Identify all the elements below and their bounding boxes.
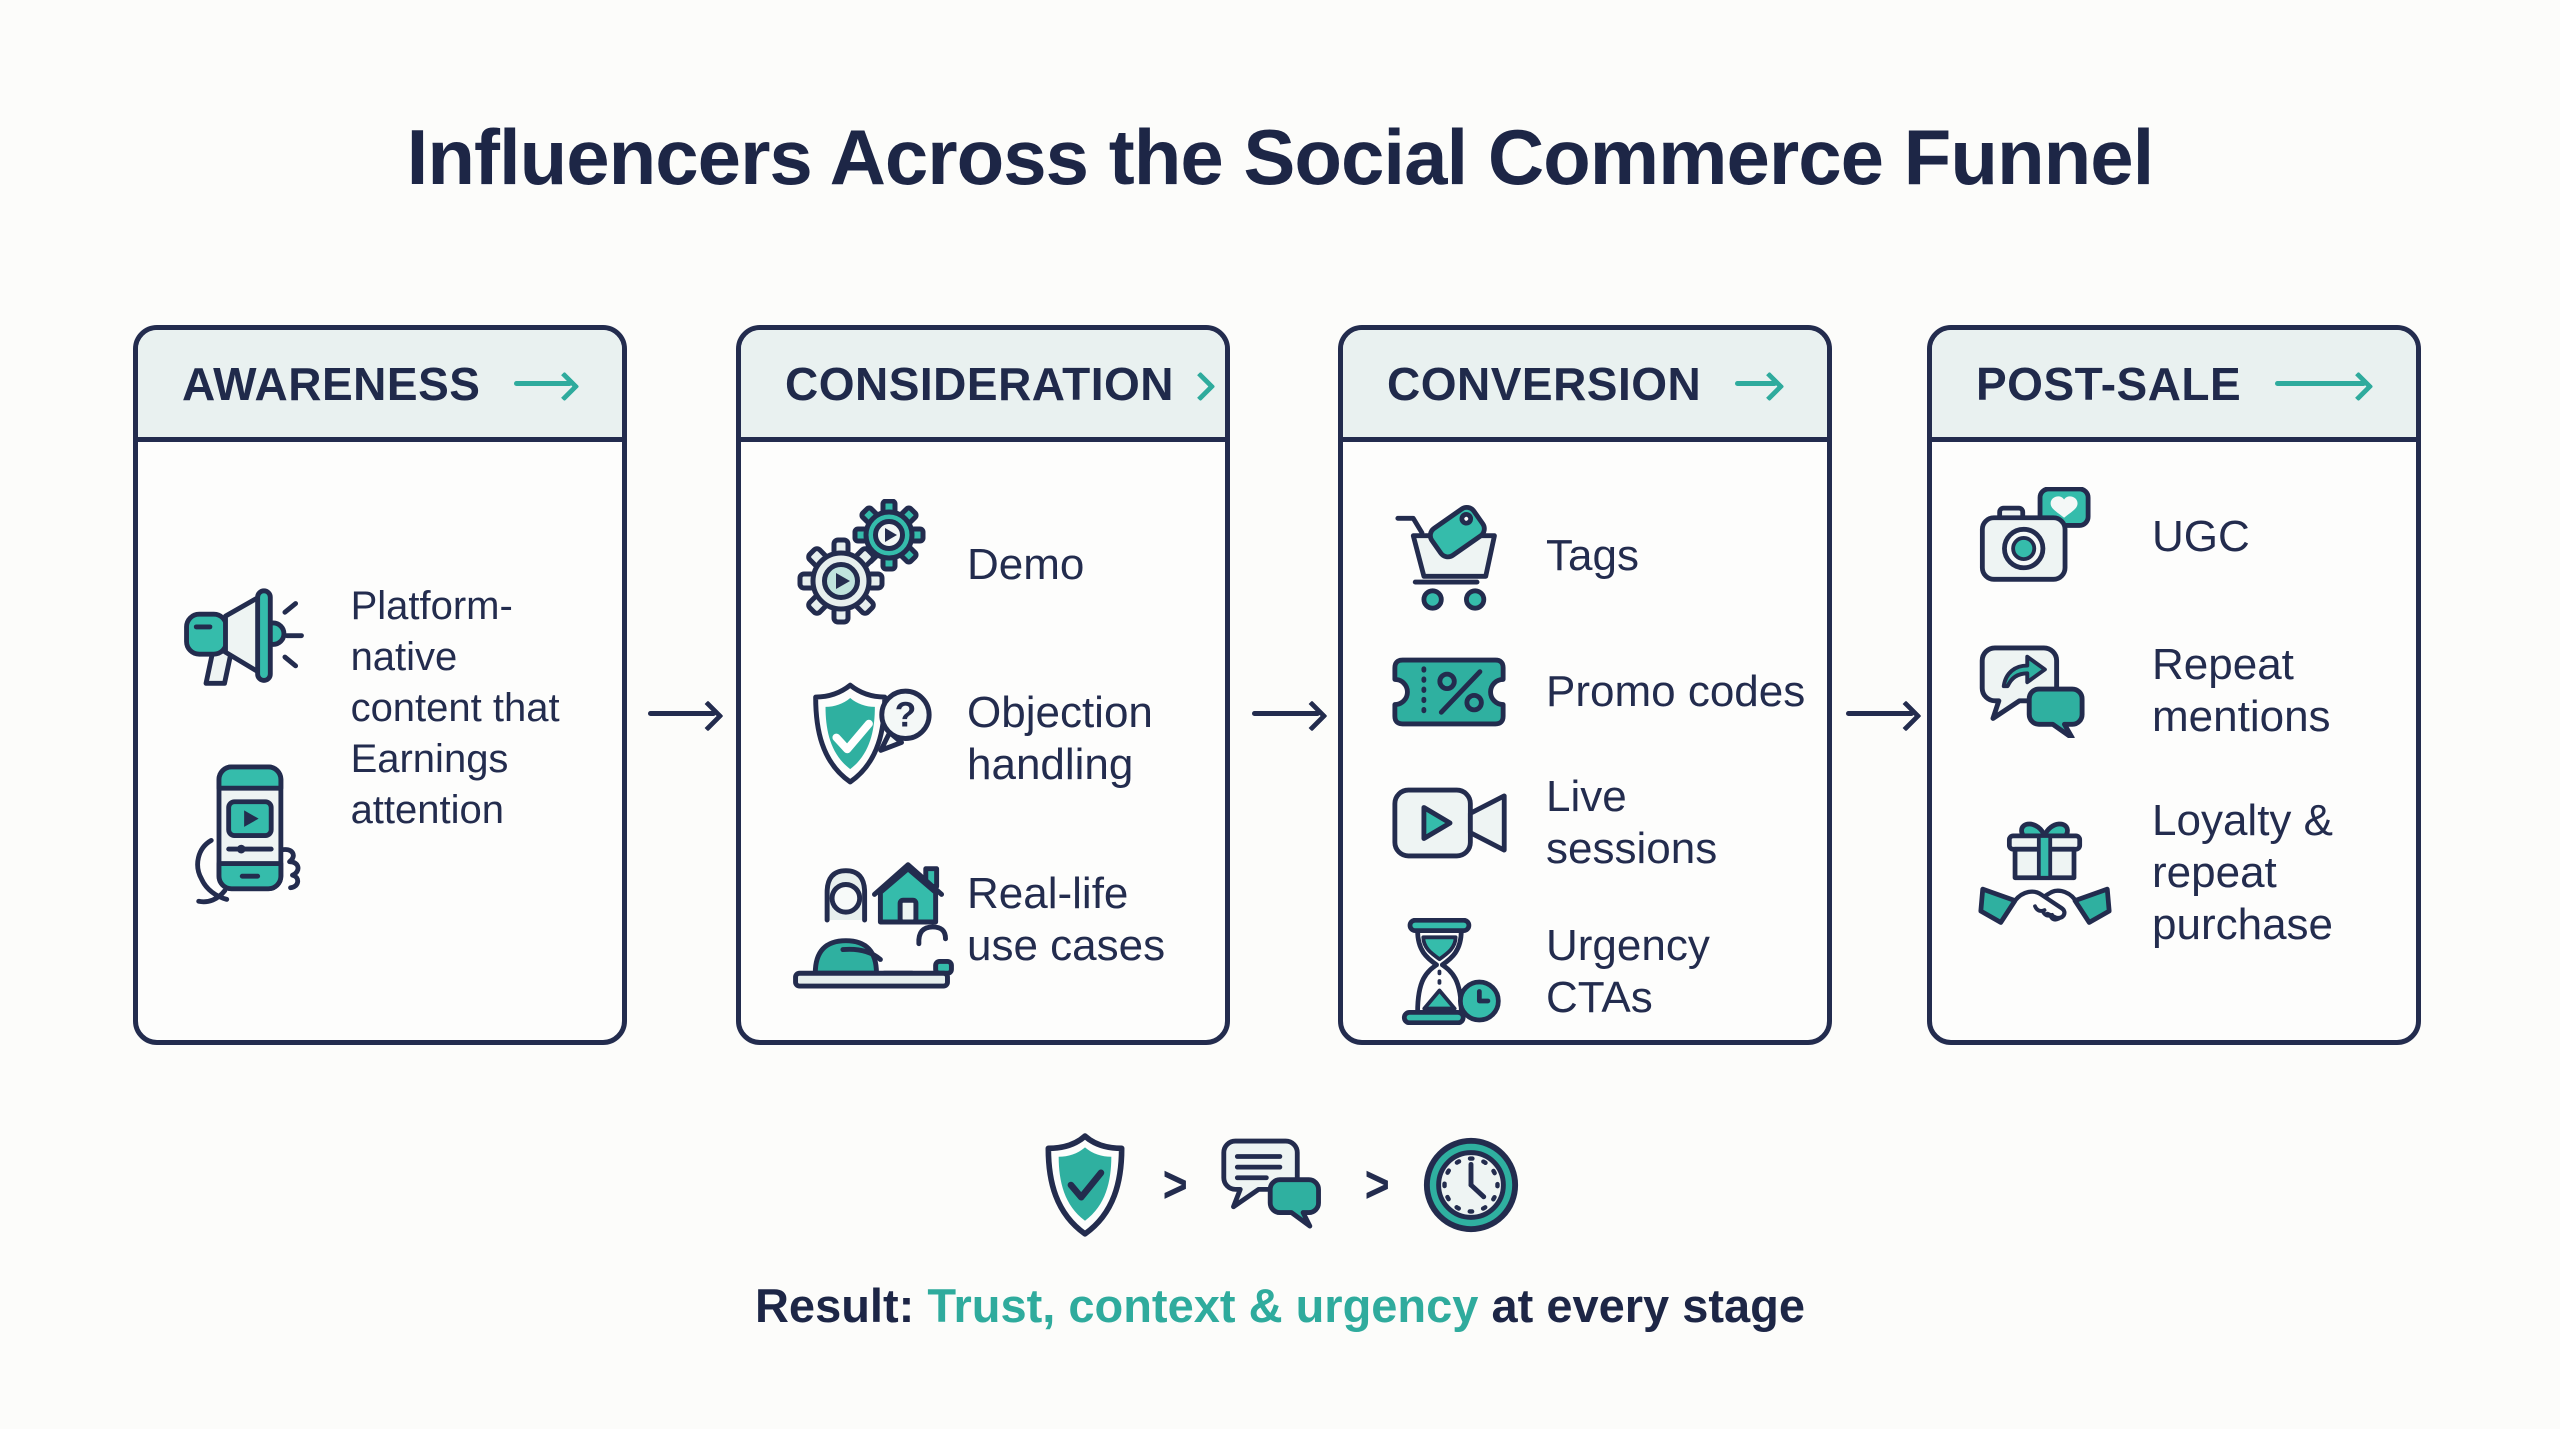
- stage-content: Demo ? Objection handli: [741, 442, 1225, 993]
- item-label: Loyalty & repeat purchase: [2152, 796, 2334, 949]
- result-statement: Result: Trust, context & urgency at ever…: [0, 1278, 2560, 1333]
- stage-card-conversion: CONVERSION: [1338, 325, 1832, 1045]
- stage-content: Tags Promo codes: [1343, 442, 1827, 1025]
- list-item: Promo codes: [1391, 656, 1807, 728]
- stage-card-awareness: AWARENESS: [133, 325, 627, 1045]
- stage-card-consideration: CONSIDERATION: [736, 325, 1230, 1045]
- stage-card-post-sale: POST-SALE: [1927, 325, 2421, 1045]
- stage-header-post-sale: POST-SALE: [1932, 330, 2416, 442]
- chevron-separator-icon: >: [1162, 1156, 1188, 1214]
- cart-tag-icon: [1395, 504, 1497, 611]
- stage-label: AWARENESS: [182, 357, 481, 410]
- right-arrow-icon: [2275, 381, 2366, 386]
- item-label: Repeat mentions: [2152, 640, 2331, 741]
- stage-description: Platform-native content that Earnings at…: [350, 584, 560, 832]
- list-item: ? Objection handling: [791, 677, 1205, 801]
- stage-label: POST-SALE: [1976, 357, 2242, 410]
- stage-content: UGC Repeat mentions: [1932, 442, 2416, 951]
- person-house-icon: [793, 862, 954, 989]
- flow-arrow-icon: [1846, 711, 1914, 716]
- clock-icon: [1424, 1137, 1519, 1233]
- shield-question-icon: ?: [813, 682, 932, 785]
- stage-header-consideration: CONSIDERATION: [741, 330, 1225, 442]
- footer-icon-flow: > >: [0, 1132, 2560, 1238]
- gift-handshake-icon: [1978, 821, 2112, 925]
- item-label: Real-life use cases: [967, 869, 1166, 970]
- list-item: Live sessions: [1391, 771, 1807, 875]
- stage-content: Platform-native content that Earnings at…: [138, 442, 622, 914]
- chat-share-icon: [1979, 645, 2085, 738]
- result-prefix: Result:: [754, 1279, 915, 1332]
- list-item: Repeat mentions: [1978, 639, 2396, 743]
- item-label: UGC: [2152, 512, 2250, 561]
- list-item: Tags: [1391, 499, 1807, 613]
- megaphone-icon: [184, 588, 304, 686]
- shield-check-icon: [1045, 1133, 1125, 1237]
- item-label: Tags: [1546, 531, 1639, 580]
- list-item: Urgency CTAs: [1391, 918, 1807, 1025]
- item-label: Urgency CTAs: [1546, 920, 1710, 1022]
- result-suffix: at every stage: [1491, 1279, 1806, 1332]
- right-arrow-icon: [1735, 381, 1777, 386]
- item-label: Objection handling: [967, 688, 1153, 789]
- stage-header-conversion: CONVERSION: [1343, 330, 1827, 442]
- item-label: Live sessions: [1546, 772, 1718, 873]
- stage-header-awareness: AWARENESS: [138, 330, 622, 442]
- svg-text:?: ?: [895, 695, 917, 735]
- flow-arrow-icon: [1252, 711, 1320, 716]
- chat-lines-icon: [1221, 1138, 1321, 1229]
- list-item: UGC: [1978, 487, 2396, 587]
- list-item: Loyalty & repeat purchase: [1978, 795, 2396, 951]
- flow-arrow-icon: [648, 711, 716, 716]
- chevron-separator-icon: >: [1364, 1156, 1390, 1214]
- stage-label: CONVERSION: [1387, 357, 1702, 410]
- list-item: Demo: [791, 499, 1205, 631]
- page-title: Influencers Across the Social Commerce F…: [406, 113, 2155, 201]
- icon-column: [182, 585, 307, 914]
- item-label: Demo: [967, 540, 1085, 589]
- stage-label: CONSIDERATION: [785, 357, 1174, 410]
- phone-video-icon: [195, 764, 301, 905]
- result-highlight: Trust, context & urgency: [927, 1279, 1479, 1332]
- list-item: Real-life use cases: [791, 847, 1205, 993]
- right-arrow-icon: [514, 381, 572, 386]
- gears-demo-icon: [797, 499, 926, 625]
- item-label: Promo codes: [1546, 667, 1806, 716]
- ticket-percent-icon: [1392, 657, 1506, 727]
- hourglass-clock-icon: [1401, 918, 1501, 1025]
- camera-heart-icon: [1979, 487, 2091, 582]
- video-camera-icon: [1392, 787, 1507, 859]
